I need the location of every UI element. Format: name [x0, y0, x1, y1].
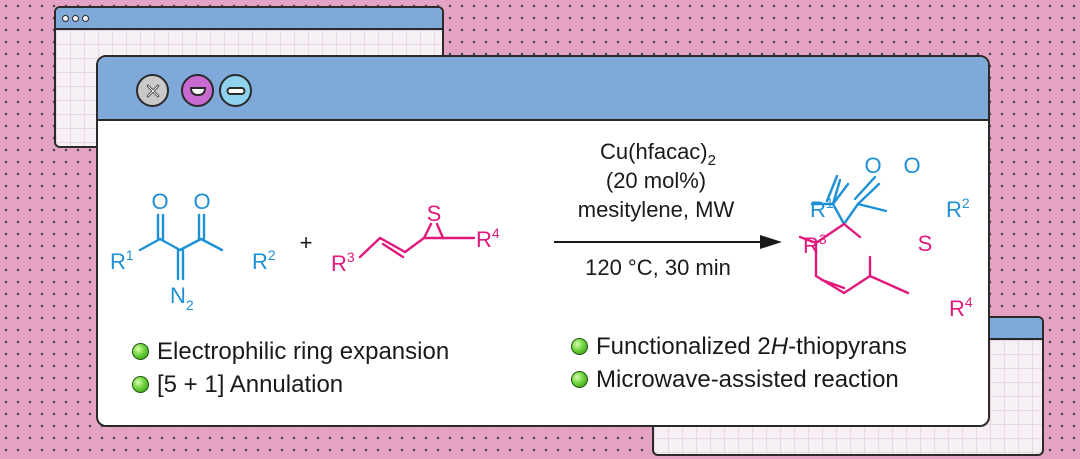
reagent2-r4-label: R4 — [476, 225, 500, 252]
window-dot-icon — [62, 14, 69, 22]
window-dot-icon — [82, 14, 89, 22]
feature-text: Microwave-assisted reaction — [596, 366, 899, 393]
minimize-button[interactable] — [181, 74, 214, 107]
reagent1-diazo-label: N2 — [170, 283, 194, 313]
product-structure-acyl — [810, 174, 888, 226]
product-structure-ring — [798, 222, 910, 295]
reagent1-oxygen-left: O — [151, 189, 168, 214]
reagent1-r1-label: R1 — [110, 247, 134, 274]
reagent1-oxygen-right: O — [193, 189, 210, 214]
product-sulfur: S — [918, 231, 933, 256]
close-icon — [146, 84, 159, 97]
minimize-icon — [189, 86, 206, 96]
main-window-titlebar — [98, 57, 988, 121]
diazo-diketone-structure — [138, 213, 224, 281]
product-r3-label: R3 — [803, 231, 827, 258]
maximize-icon — [226, 86, 245, 95]
green-bullet-icon — [132, 376, 149, 393]
vinyl-thiirane-structure — [358, 222, 476, 259]
product-r1-label: R1 — [810, 195, 834, 222]
background-window-titlebar — [56, 8, 442, 30]
list-item: Electrophilic ring expansion — [132, 337, 449, 366]
maximize-button[interactable] — [219, 74, 252, 107]
features-left-list: Electrophilic ring expansion [5 + 1] Ann… — [132, 337, 449, 399]
feature-text: [5 + 1] Annulation — [157, 371, 344, 398]
green-bullet-icon — [571, 371, 588, 388]
product-oxygen-left: O — [864, 153, 881, 178]
reagent1-r2-label: R2 — [252, 247, 276, 274]
product-oxygen-right: O — [903, 153, 920, 178]
close-button[interactable] — [136, 74, 169, 107]
features-right-list: Functionalized 2H-thiopyrans Microwave-a… — [571, 332, 907, 394]
feature-text: Electrophilic ring expansion — [157, 338, 450, 365]
plus-sign: + — [300, 230, 313, 255]
reaction-scheme: O O R1 R2 N2 + R3 R4 S Cu(hfacac)2 (20 m… — [110, 139, 973, 321]
green-bullet-icon — [132, 343, 149, 360]
list-item: Microwave-assisted reaction — [571, 365, 907, 394]
reagent2-sulfur: S — [427, 201, 442, 226]
condition-temperature-time: 120 °C, 30 min — [585, 255, 731, 280]
product-r2-label: R2 — [946, 195, 970, 222]
list-item: [5 + 1] Annulation — [132, 370, 449, 399]
reagent2-r3-label: R3 — [331, 249, 355, 276]
reaction-arrow — [554, 235, 782, 249]
feature-text: Functionalized 2H-thiopyrans — [596, 333, 907, 360]
main-window: O O R1 R2 N2 + R3 R4 S Cu(hfacac)2 (20 m… — [96, 55, 990, 427]
product-r4-label: R4 — [949, 294, 973, 321]
green-bullet-icon — [571, 338, 588, 355]
condition-solvent: mesitylene, MW — [578, 197, 735, 222]
list-item: Functionalized 2H-thiopyrans — [571, 332, 907, 361]
condition-loading: (20 mol%) — [606, 168, 706, 193]
condition-catalyst: Cu(hfacac)2 — [600, 139, 716, 169]
window-dot-icon — [72, 14, 79, 22]
